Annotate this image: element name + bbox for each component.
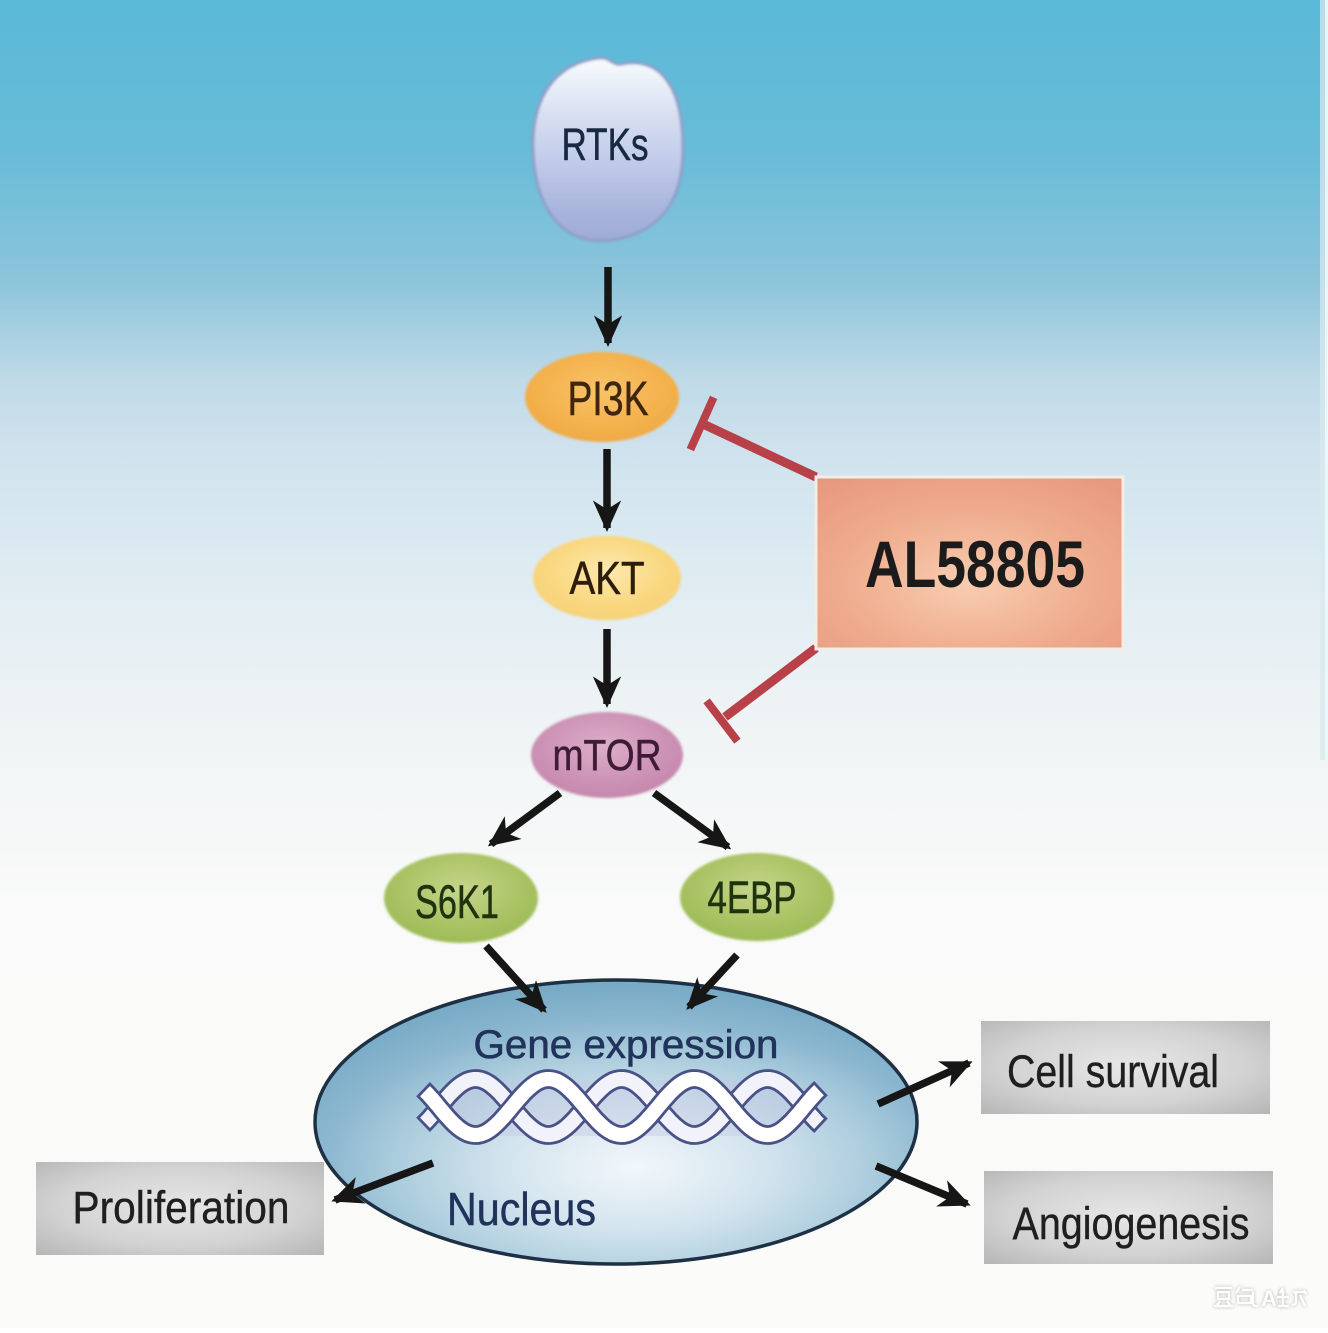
svg-text:AL58805: AL58805	[865, 527, 1085, 601]
svg-text:AKT: AKT	[570, 552, 645, 604]
svg-text:Gene expression: Gene expression	[474, 1023, 779, 1067]
svg-text:RTKs: RTKs	[562, 119, 649, 170]
svg-text:S6K1: S6K1	[415, 875, 499, 928]
svg-text:Proliferation: Proliferation	[73, 1182, 290, 1233]
svg-text:Angiogenesis: Angiogenesis	[1013, 1198, 1250, 1249]
svg-text:PI3K: PI3K	[568, 373, 649, 426]
svg-text:Cell survival: Cell survival	[1007, 1046, 1219, 1097]
svg-text:mTOR: mTOR	[553, 731, 662, 780]
svg-text:4EBP: 4EBP	[708, 872, 797, 923]
svg-text:AI: AI	[1261, 1286, 1285, 1311]
svg-text:Nucleus: Nucleus	[447, 1183, 596, 1235]
